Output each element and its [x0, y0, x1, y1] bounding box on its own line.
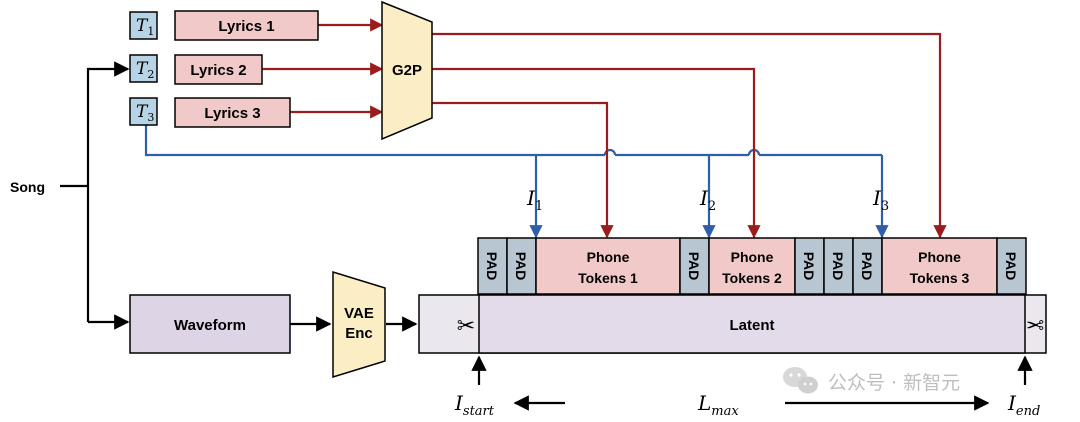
phone-tokens-3: Phone Tokens 3 [881, 237, 998, 295]
phone-tokens-line2: Tokens 1 [578, 270, 638, 286]
watermark-text: 公众号 · 新智元 [828, 372, 960, 394]
pad-token: PAD [679, 237, 710, 295]
time-tag-symbol: T [136, 59, 149, 79]
phone-tokens-line2: Tokens 3 [910, 270, 970, 286]
phone-tokens-2: Phone Tokens 2 [708, 237, 796, 295]
phone-tokens-line2: Tokens 2 [722, 270, 782, 286]
pad-token: PAD [506, 237, 537, 295]
start-label: Istart [454, 391, 495, 419]
pad-token: PAD [477, 237, 508, 295]
song-connectors [60, 61, 1033, 411]
pad-label: PAD [859, 252, 875, 281]
song-to-t2-arrow [86, 61, 130, 322]
lyrics-box-2: Lyrics 2 [174, 54, 263, 85]
song-label: Song [10, 179, 45, 195]
svg-text:T3: T3 [136, 102, 154, 124]
pad-token: PAD [996, 237, 1027, 295]
scissors-end-icon: ✂ [1026, 314, 1044, 339]
g2p-to-tokens2-arrow [432, 67, 761, 239]
time-tag-box [129, 11, 158, 40]
pad-token: PAD [794, 237, 825, 295]
lyrics-label: Lyrics 1 [218, 18, 274, 35]
interval-label-1: I1 [526, 186, 543, 214]
interval-label-2: I2 [699, 186, 716, 214]
svg-text:T1: T1 [136, 16, 154, 38]
time-tag-sub: 3 [147, 111, 154, 124]
time-tag-box [129, 54, 158, 83]
time-tag-3: T3 [129, 97, 158, 126]
pad-label: PAD [484, 252, 500, 281]
wechat-icon [783, 367, 818, 394]
timing-line-a [144, 125, 605, 157]
timing-connectors [144, 125, 889, 239]
vae-encoder-block: VAE Enc [332, 270, 386, 379]
g2p-to-tokens1-arrow [432, 101, 614, 239]
time-tag-symbol: T [136, 16, 149, 36]
phone-tokens-line1: Phone [587, 249, 630, 265]
scissors-start-icon: ✂ [457, 314, 475, 339]
svg-text:T2: T2 [136, 59, 154, 81]
lyrics-label: Lyrics 2 [190, 62, 246, 79]
pad-label: PAD [686, 252, 702, 281]
time-tag-1: T1 [129, 11, 158, 40]
waveform-label: Waveform [174, 317, 246, 334]
g2p-to-tokens3-arrow [432, 32, 947, 239]
watermark: 公众号 · 新智元 [783, 367, 960, 394]
phone-tokens-1: Phone Tokens 1 [535, 237, 681, 295]
latent-label: Latent [730, 317, 775, 334]
time-tag-sub: 1 [147, 25, 154, 38]
phone-tokens-line1: Phone [731, 249, 774, 265]
pad-token: PAD [852, 237, 883, 295]
timing-hop-1 [603, 148, 617, 156]
g2p-block: G2P [381, 0, 433, 141]
pad-label: PAD [801, 252, 817, 281]
time-tag-2: T2 [129, 54, 158, 83]
end-label: Iend [1007, 391, 1040, 419]
pad-label: PAD [513, 252, 529, 281]
lyrics-connectors [262, 18, 947, 239]
time-tag-sub: 2 [147, 68, 154, 81]
lyrics-box-1: Lyrics 1 [174, 10, 319, 41]
latent-inner [478, 294, 1026, 354]
pad-token: PAD [823, 237, 854, 295]
vae-label-line1: VAE [344, 305, 374, 322]
lyrics-label: Lyrics 3 [204, 105, 260, 122]
vae-label-line2: Enc [345, 325, 373, 342]
length-label: Lmax [697, 391, 739, 419]
interval-label-3: I3 [872, 186, 889, 214]
latent-block: Latent ✂ ✂ [418, 294, 1047, 354]
phone-tokens-line1: Phone [918, 249, 961, 265]
pad-label: PAD [830, 252, 846, 281]
token-row: PAD PAD Phone Tokens 1 PAD Phone Tokens … [477, 237, 1027, 295]
time-tag-box [129, 97, 158, 126]
waveform-block: Waveform [129, 294, 291, 354]
time-tag-symbol: T [136, 102, 149, 122]
pad-label: PAD [1003, 252, 1019, 281]
lyrics-box-3: Lyrics 3 [174, 97, 291, 128]
g2p-label: G2P [392, 62, 422, 79]
